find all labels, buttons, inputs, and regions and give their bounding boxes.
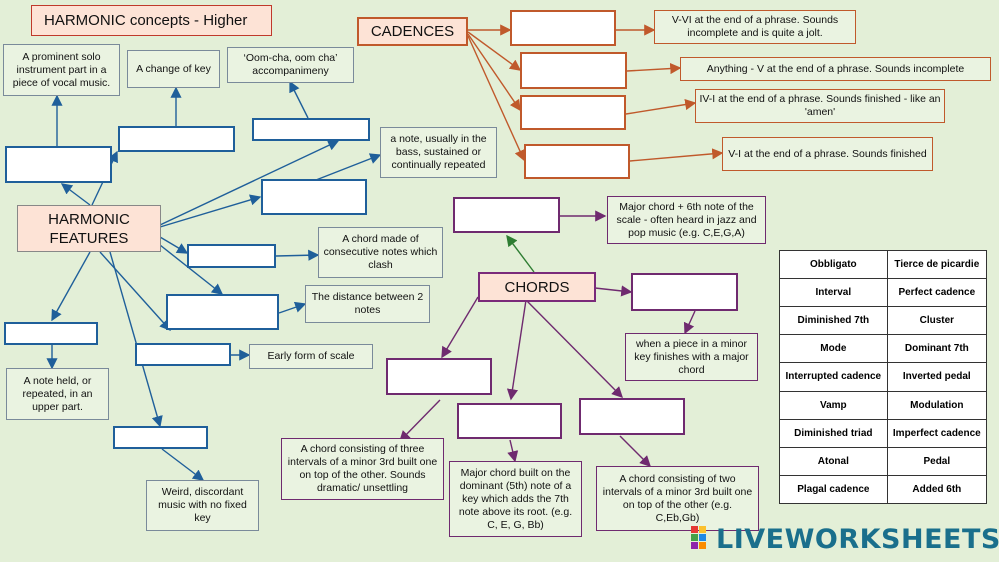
liveworksheets-logo: LIVEWORKSHEETS — [690, 523, 999, 555]
word-bank-term: Diminished triad — [779, 418, 888, 448]
answer-box-interval[interactable] — [166, 294, 279, 330]
word-bank-term: Dominant 7th — [886, 334, 988, 364]
answer-box-diminished-triad[interactable] — [386, 358, 492, 395]
chord-definition: Major chord built on the dominant (5th) … — [449, 461, 582, 537]
chord-definition: when a piece in a minor key finishes wit… — [625, 333, 758, 381]
word-bank-term: Perfect cadence — [886, 278, 988, 308]
chord-definition: A chord consisting of three intervals of… — [281, 438, 444, 500]
chord-definition: Major chord + 6th note of the scale - of… — [607, 196, 766, 244]
word-bank-term: Tierce de picardie — [886, 249, 988, 280]
answer-box-interrupted-cadence[interactable] — [510, 10, 616, 46]
word-bank-term: Vamp — [779, 390, 888, 420]
definition-note: A note held, or repeated, in an upper pa… — [6, 368, 109, 420]
answer-box-perfect-cadence[interactable] — [524, 144, 630, 179]
definition-note: A chord made of consecutive notes which … — [318, 227, 443, 278]
answer-box-cluster[interactable] — [187, 244, 276, 268]
answer-box-imperfect-cadence[interactable] — [520, 52, 627, 89]
cadence-definition: Anything - V at the end of a phrase. Sou… — [680, 57, 991, 81]
word-bank-term: Obbligato — [779, 249, 888, 280]
word-bank-term: Plagal cadence — [779, 474, 888, 505]
chords-heading: CHORDS — [478, 272, 596, 302]
answer-box-diminished-7th[interactable] — [579, 398, 685, 435]
definition-note: The distance between 2 notes — [305, 285, 430, 323]
answer-box-dominant-7th[interactable] — [457, 403, 562, 439]
word-bank-term: Modulation — [886, 390, 988, 420]
answer-box-obbligato[interactable] — [5, 146, 112, 183]
definition-note: A change of key — [127, 50, 220, 88]
answer-box-plagal-cadence[interactable] — [520, 95, 626, 130]
answer-box-vamp[interactable] — [252, 118, 370, 141]
logo-mark-icon — [691, 526, 706, 549]
page-title: HARMONIC concepts - Higher — [31, 5, 272, 36]
word-bank-term: Interval — [779, 278, 888, 308]
answer-box-atonal[interactable] — [113, 426, 208, 449]
word-bank-term: Mode — [779, 334, 888, 364]
cadences-heading: CADENCES — [357, 17, 468, 46]
answer-box-inverted-pedal[interactable] — [4, 322, 98, 345]
logo-text: LIVEWORKSHEETS — [716, 523, 999, 555]
cadence-definition: V-I at the end of a phrase. Sounds finis… — [722, 137, 933, 171]
definition-note: Early form of scale — [249, 344, 373, 369]
answer-box-modulation[interactable] — [118, 126, 235, 152]
answer-box-pedal[interactable] — [261, 179, 367, 215]
definition-note: Weird, discordant music with no fixed ke… — [146, 480, 259, 531]
harmonic-features-heading: HARMONIC FEATURES — [17, 205, 161, 252]
definition-note: A prominent solo instrument part in a pi… — [3, 44, 120, 96]
answer-box-mode[interactable] — [135, 343, 231, 366]
word-bank-term: Diminished 7th — [779, 306, 888, 336]
answer-box-added-6th[interactable] — [453, 197, 560, 233]
word-bank-term: Pedal — [886, 446, 988, 476]
answer-box-tierce-de-picardie[interactable] — [631, 273, 738, 311]
cadence-definition: V-VI at the end of a phrase. Sounds inco… — [654, 10, 856, 44]
chord-definition: A chord consisting of two intervals of a… — [596, 466, 759, 531]
word-bank-term: Atonal — [779, 446, 888, 476]
word-bank-term: Inverted pedal — [886, 362, 988, 392]
definition-note: ‘Oom-cha, oom cha’ accompanimeny — [227, 47, 354, 83]
word-bank-term: Added 6th — [886, 474, 988, 505]
definition-note: a note, usually in the bass, sustained o… — [380, 127, 497, 178]
word-bank-term: Imperfect cadence — [886, 418, 988, 448]
word-bank-term: Interrupted cadence — [779, 362, 888, 392]
cadence-definition: IV-I at the end of a phrase. Sounds fini… — [695, 89, 945, 123]
word-bank-term: Cluster — [886, 306, 988, 336]
